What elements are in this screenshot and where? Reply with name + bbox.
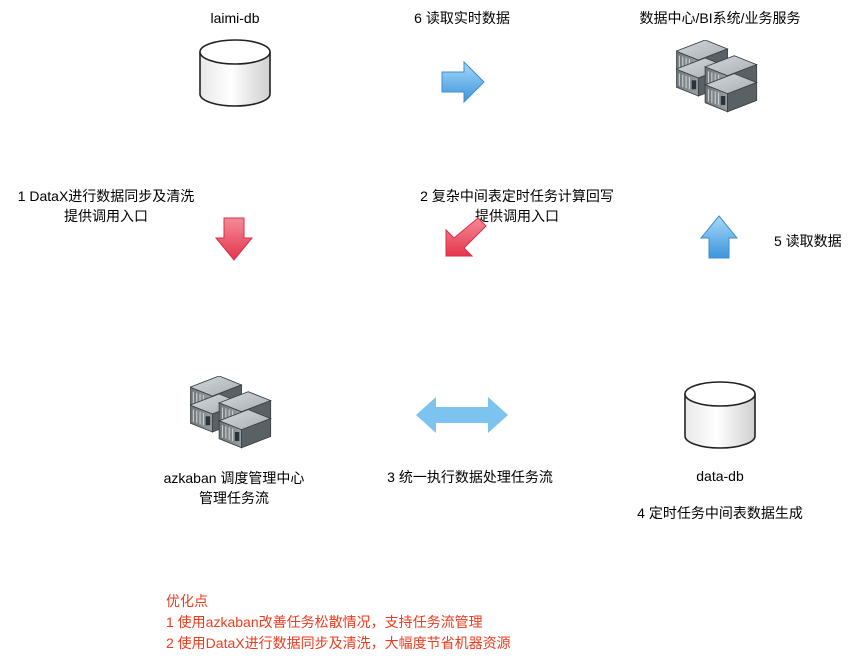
step-4-label: 4 定时任务中间表数据生成 (637, 505, 803, 521)
laimi-db-label: laimi-db (210, 10, 260, 26)
right-arrow-icon (440, 60, 486, 104)
data-service-label: 数据中心/BI系统/业务服务 (639, 10, 801, 26)
azkaban-line1: azkaban 调度管理中心 (163, 470, 305, 486)
diagonal-down-left-arrow-icon (442, 214, 488, 260)
step-2-line2: 提供调用入口 (475, 208, 559, 224)
down-arrow-icon (214, 216, 254, 262)
optimization-item-1: 1 使用azkaban改善任务松散情况，支持任务流管理 (166, 614, 483, 630)
azkaban-server-icon (190, 376, 282, 456)
azkaban-line2: 管理任务流 (198, 490, 269, 506)
azkaban-label: azkaban 调度管理中心 管理任务流 (164, 468, 305, 508)
step-3-label: 3 统一执行数据处理任务流 (387, 469, 553, 485)
step-2-line1: 2 复杂中间表定时任务计算回写 (420, 188, 614, 204)
laimi-db-database-icon (198, 38, 274, 114)
step-5-label: 5 读取数据 (774, 233, 842, 249)
step-1-label: 1 DataX进行数据同步及清洗 提供调用入口 (18, 186, 195, 226)
step-6-label: 6 读取实时数据 (414, 10, 510, 26)
data-db-label: data-db (696, 468, 744, 484)
optimization-notes: 优化点 1 使用azkaban改善任务松散情况，支持任务流管理 2 使用Data… (166, 591, 511, 654)
optimization-item-2: 2 使用DataX进行数据同步及清洗，大幅度节省机器资源 (166, 635, 511, 651)
step-1-line1: 1 DataX进行数据同步及清洗 (17, 188, 195, 204)
data-service-server-icon (676, 40, 768, 120)
step-2-label: 2 复杂中间表定时任务计算回写 提供调用入口 (420, 186, 614, 226)
step-1-line2: 提供调用入口 (64, 208, 148, 224)
up-arrow-icon (699, 214, 739, 260)
optimization-title: 优化点 (166, 593, 208, 609)
data-db-database-icon (683, 380, 759, 456)
bidirectional-arrow-icon (414, 395, 510, 435)
